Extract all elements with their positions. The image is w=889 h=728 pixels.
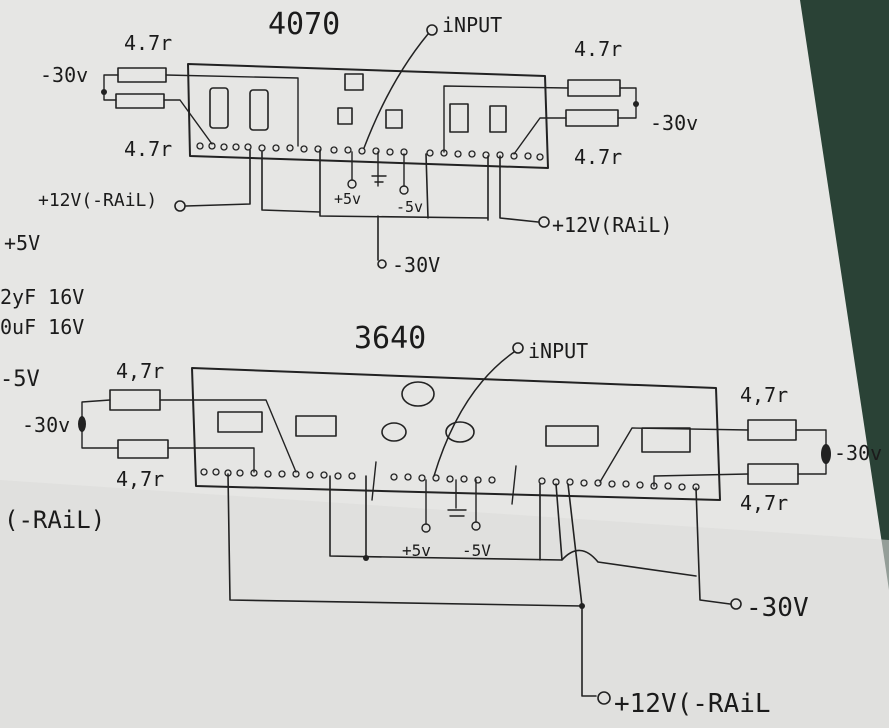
top-neg30-left: -30v — [40, 63, 88, 87]
bottom-neg30-left: -30v — [22, 413, 70, 437]
note-minus5: -5V — [0, 367, 40, 392]
top-rail-right: +12V(RAiL) — [552, 213, 672, 237]
top-module-label: 4070 — [268, 7, 340, 42]
top-res-right-top: 4.7r — [574, 37, 622, 61]
top-right-node — [633, 101, 639, 107]
top-minus5: -5v — [396, 198, 423, 216]
note-cap1: 2yF 16V — [0, 285, 84, 309]
bottom-left-resistor-lower — [117, 439, 169, 459]
top-res-left-bottom: 4.7r — [124, 137, 172, 161]
top-module: 4070 4.7r 4.7r -30v 4.7r — [38, 7, 698, 277]
top-component — [385, 109, 403, 129]
note-cap2: 0uF 16V — [0, 315, 84, 339]
top-component — [209, 87, 229, 129]
bottom-res-right-bottom: 4,7r — [740, 491, 788, 515]
bottom-plus5-terminal — [421, 523, 431, 533]
bottom-right-30: -30V — [746, 593, 809, 623]
bottom-plus5: +5v — [402, 541, 431, 560]
top-plus5-terminal — [347, 179, 357, 189]
bottom-junction — [579, 603, 585, 609]
top-rail-right-terminal — [538, 216, 550, 228]
bottom-right30-terminal — [730, 598, 742, 610]
bottom-minus5-terminal — [471, 521, 481, 531]
bottom-res-right-top: 4,7r — [740, 383, 788, 407]
bottom-component — [401, 381, 435, 407]
bottom-rail-wires-1 — [329, 475, 697, 577]
top-left-resistor-wires — [103, 74, 299, 147]
top-module-body — [187, 63, 549, 169]
bottom-right-node — [821, 444, 831, 464]
bottom-input-label: iNPUT — [528, 339, 588, 363]
top-res-left-top: 4.7r — [124, 31, 172, 55]
top-rail-left: +12V(-RAiL) — [38, 190, 157, 211]
bottom-component — [445, 421, 475, 443]
top-input-wire — [363, 33, 429, 149]
top-left-node — [101, 89, 107, 95]
bottom-minus5: -5V — [462, 541, 491, 560]
bottom-res-left-top: 4,7r — [116, 359, 164, 383]
top-component — [449, 103, 469, 133]
bottom-left-node — [78, 416, 86, 432]
top-component — [489, 105, 507, 133]
left-edge-notes: +5V 2yF 16V 0uF 16V -5V (-RAiL) — [0, 231, 105, 534]
bottom-component — [217, 411, 263, 433]
bottom-separators — [371, 461, 517, 505]
bottom-module: 3640 4,7r 4,7r -30v 4,7 — [22, 321, 882, 719]
bottom-neg30-right: -30v — [834, 441, 882, 465]
note-plus5: +5V — [4, 231, 40, 255]
top-left-resistor-lower — [115, 93, 165, 109]
bottom-input-terminal — [512, 342, 524, 354]
top-neg30-right: -30v — [650, 111, 698, 135]
bottom-component — [381, 422, 407, 442]
bottom-component — [545, 425, 599, 447]
top-plus5: +5v — [334, 190, 361, 208]
top-component — [344, 73, 364, 91]
top-res-right-bottom: 4.7r — [574, 145, 622, 169]
top-input-terminal — [426, 24, 438, 36]
top-minus5-terminal — [399, 185, 409, 195]
bottom-component — [295, 415, 337, 437]
top-input-label: iNPUT — [442, 13, 502, 37]
note-rail: (-RAiL) — [4, 506, 105, 534]
bottom-rail: +12V(-RAiL — [614, 689, 771, 719]
top-power-wires — [351, 151, 405, 187]
bottom-res-left-bottom: 4,7r — [116, 467, 164, 491]
bottom-junction — [363, 555, 369, 561]
top-component — [249, 89, 269, 131]
top-bottom30-terminal — [377, 259, 387, 269]
top-rail-left-terminal — [174, 200, 186, 212]
top-component — [337, 107, 353, 125]
top-bottom-30: -30V — [392, 253, 440, 277]
top-rail-wires — [185, 149, 539, 223]
bottom-input-wire — [433, 351, 515, 477]
bottom-pin-row — [200, 468, 700, 491]
bottom-module-label: 3640 — [354, 321, 426, 356]
bottom-module-body — [191, 367, 721, 501]
bottom-rail-terminal — [597, 691, 611, 705]
bottom-power-wires — [425, 479, 477, 525]
